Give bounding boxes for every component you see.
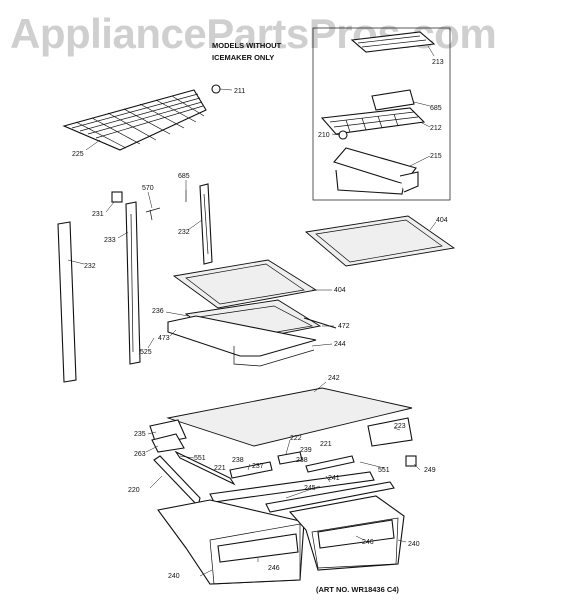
- label-212: 212: [430, 125, 442, 132]
- label-246-left: 246: [268, 565, 280, 572]
- art-number: (ART NO. WR18436 C4): [316, 585, 399, 594]
- label-237: 237: [252, 463, 264, 470]
- label-246-right: 246: [362, 539, 374, 546]
- label-241: 241: [328, 475, 340, 482]
- part-240-crisper-drawer-left: [157, 499, 305, 585]
- label-570: 570: [142, 185, 154, 192]
- part-212-ice-tray-grid: [320, 89, 426, 135]
- part-211-shelf-knob: [211, 84, 221, 94]
- label-210: 210: [318, 132, 330, 139]
- part-472-slide-rail: [303, 317, 337, 329]
- label-240-left: 240: [168, 573, 180, 580]
- part-labels: 213 685 210 212 215 211 225 685 570 231 …: [72, 59, 448, 580]
- part-232-left-rail: [57, 221, 77, 383]
- label-222: 222: [290, 435, 302, 442]
- part-570-screw: [145, 207, 161, 221]
- label-221-upper: 221: [320, 441, 332, 448]
- part-263-frame-left: [151, 433, 185, 453]
- label-551-right: 551: [378, 467, 390, 474]
- part-239-track: [277, 451, 303, 465]
- part-231-clip: [111, 191, 123, 203]
- inset-note-line2: ICEMAKER ONLY: [212, 53, 274, 62]
- label-239: 239: [300, 447, 312, 454]
- label-232-center: 232: [178, 229, 190, 236]
- label-473: 473: [158, 335, 170, 342]
- part-223-cover-support-right: [367, 417, 413, 447]
- part-232-center-rail: [199, 183, 213, 265]
- label-215: 215: [430, 153, 442, 160]
- label-245: 245: [304, 485, 316, 492]
- inset-frame: [312, 27, 451, 201]
- label-225: 225: [72, 151, 84, 158]
- part-244-shelf-frame: [167, 315, 317, 367]
- label-472: 472: [338, 323, 350, 330]
- inset-note-line1: MODELS WITHOUT: [212, 41, 282, 50]
- label-404-middle: 404: [334, 287, 346, 294]
- label-231: 231: [92, 211, 104, 218]
- label-240-right: 240: [408, 541, 420, 548]
- label-263: 263: [134, 451, 146, 458]
- label-249: 249: [424, 467, 436, 474]
- label-211: 211: [234, 88, 245, 95]
- label-235: 235: [134, 431, 146, 438]
- leader-lines: [67, 45, 437, 577]
- part-233-ladder-rail: [125, 201, 141, 365]
- part-221-slide-left: [174, 450, 236, 486]
- label-213: 213: [432, 59, 444, 66]
- part-220-crisper-frame: [153, 455, 395, 513]
- label-551-left: 551: [194, 455, 206, 462]
- label-685: 685: [430, 105, 442, 112]
- label-221-lower: 221: [214, 465, 226, 472]
- label-525: 525: [140, 349, 152, 356]
- part-404-glass-shelf-middle: [172, 259, 318, 309]
- part-215-ice-bucket: [333, 147, 419, 195]
- label-220: 220: [128, 487, 140, 494]
- part-249-clip: [405, 455, 417, 467]
- part-404-glass-shelf-upper: [304, 215, 456, 267]
- part-242-crisper-cover: [166, 387, 413, 447]
- part-246-drawer-handle-right: [317, 519, 395, 549]
- label-404-upper: 404: [436, 217, 448, 224]
- label-236: 236: [152, 308, 164, 315]
- label-233: 233: [104, 237, 116, 244]
- part-225-wire-shelf: [62, 89, 207, 151]
- label-238-left: 238: [232, 457, 244, 464]
- part-246-drawer-handle-left: [217, 533, 299, 563]
- part-213-ice-tray: [350, 31, 436, 53]
- label-238-right: 238: [296, 457, 308, 464]
- label-223: 223: [394, 423, 406, 430]
- label-242: 242: [328, 375, 340, 382]
- part-210-knob: [338, 130, 348, 140]
- part-238-track-center: [229, 461, 273, 479]
- label-244: 244: [334, 341, 346, 348]
- label-685-screw: 685: [178, 173, 190, 180]
- part-221-slide-right: [305, 455, 355, 473]
- label-232-left: 232: [84, 263, 96, 270]
